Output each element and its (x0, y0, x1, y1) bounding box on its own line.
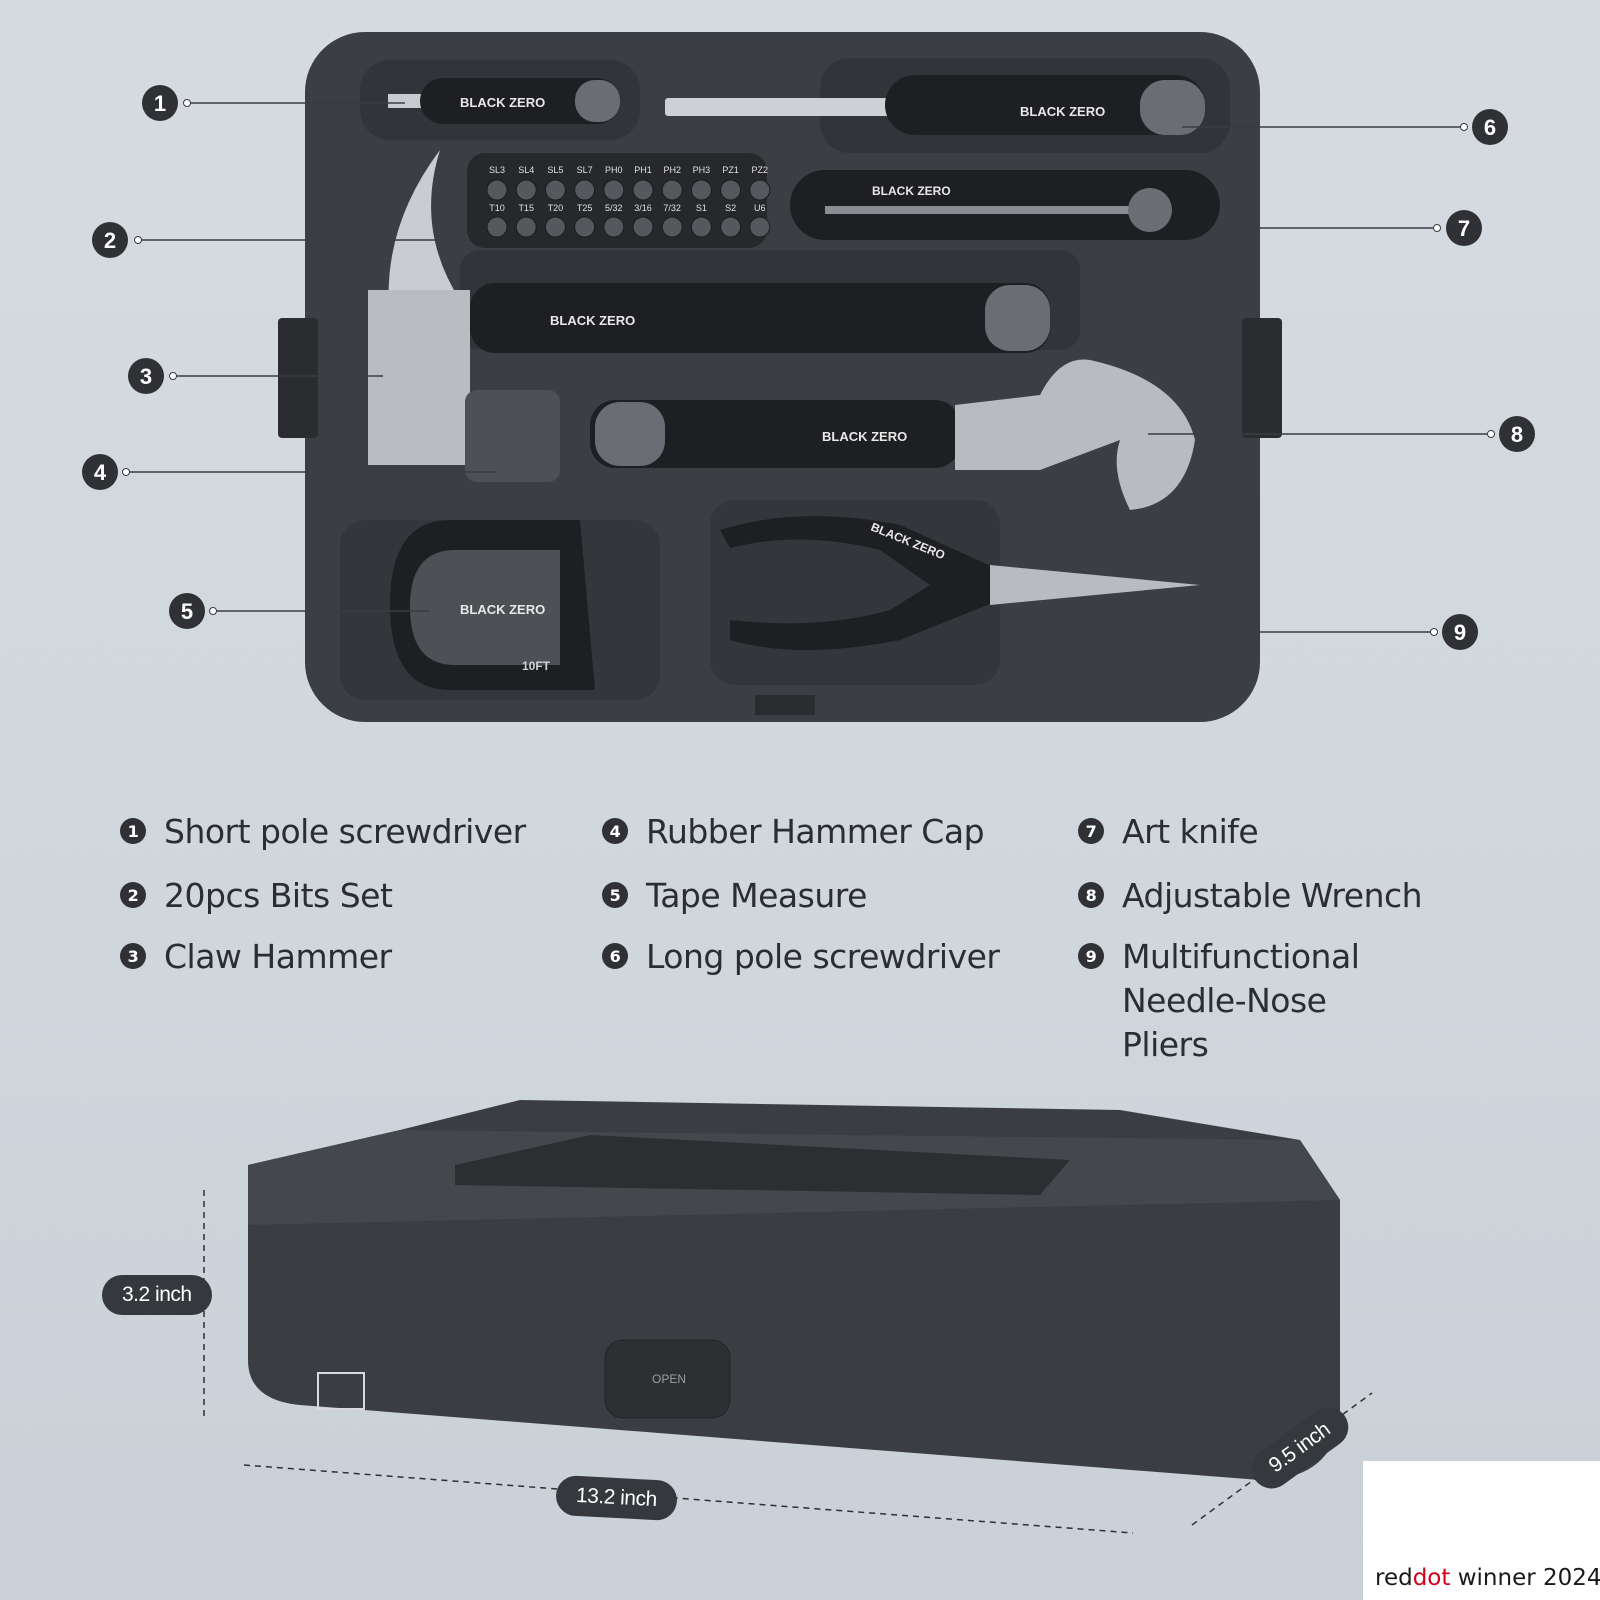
svg-text:6: 6 (1484, 115, 1496, 140)
svg-text:BLACK ZERO: BLACK ZERO (872, 184, 951, 198)
bit-label: PH0 (605, 165, 623, 175)
legend-label: Short pole screwdriver (164, 812, 526, 851)
svg-text:BLACK ZERO: BLACK ZERO (822, 429, 907, 444)
svg-text:8: 8 (1511, 422, 1523, 447)
legend-label: Multifunctional Needle-Nose Pliers (1122, 937, 1360, 1064)
bit-icon (690, 216, 712, 238)
bit-icon (486, 216, 508, 238)
short-screwdriver: BLACK ZERO (388, 78, 620, 124)
svg-text:BLACK ZERO: BLACK ZERO (550, 313, 635, 328)
bit-label: 7/32 (663, 203, 681, 213)
callout-4: 4 (82, 454, 130, 490)
legend-label: Art knife (1122, 812, 1259, 851)
bit-icon (749, 216, 771, 238)
bit-label: T10 (489, 203, 505, 213)
bit-label: S1 (696, 203, 707, 213)
wrench-and-cap: BLACK ZERO (465, 359, 1195, 510)
bit-label: SL5 (547, 165, 563, 175)
bit-label: T15 (518, 203, 534, 213)
bit-icon (603, 179, 625, 201)
bit-icon (574, 216, 596, 238)
claw-hammer: BLACK ZERO (368, 150, 1050, 465)
reddot-award-badge: reddot winner 2024 (1363, 1461, 1600, 1600)
callout-9: 9 (1430, 614, 1478, 650)
svg-text:BLACK ZERO: BLACK ZERO (1020, 104, 1105, 119)
svg-text:BLACK ZERO: BLACK ZERO (460, 95, 545, 110)
bit-icon (486, 179, 508, 201)
tape-measure: BLACK ZERO 10FT (390, 520, 595, 690)
svg-text:OPEN: OPEN (652, 1372, 686, 1386)
art-knife: BLACK ZERO (790, 170, 1220, 240)
bit-icon (661, 216, 683, 238)
bit-icon (720, 216, 742, 238)
bit-icon (515, 216, 537, 238)
svg-text:7: 7 (1458, 216, 1470, 241)
bit-icon (720, 179, 742, 201)
bit-label: PH1 (634, 165, 652, 175)
callout-1: 1 (142, 85, 191, 121)
bit-icon (749, 179, 771, 201)
width-dimension-label: 13.2 inch (555, 1474, 678, 1522)
bit-icon (661, 179, 683, 201)
svg-text:9: 9 (1454, 620, 1466, 645)
callout-7: 7 (1433, 210, 1482, 246)
height-dimension-label: 3.2 inch (102, 1275, 212, 1315)
callout-8: 8 (1487, 416, 1535, 452)
legend-label: Long pole screwdriver (646, 937, 1000, 976)
bit-label: 5/32 (605, 203, 623, 213)
legend-label: Rubber Hammer Cap (646, 812, 985, 851)
bit-label: PZ1 (722, 165, 739, 175)
bit-label: SL4 (518, 165, 534, 175)
bit-icon (515, 179, 537, 201)
bit-label: PH2 (663, 165, 681, 175)
award-text: reddot winner 2024 (1375, 1565, 1600, 1591)
bit-icon (690, 179, 712, 201)
bit-label: PH3 (693, 165, 711, 175)
bit-label: S2 (725, 203, 736, 213)
bit-icon (632, 216, 654, 238)
svg-text:1: 1 (154, 91, 166, 116)
callout-lines (126, 102, 1491, 633)
bit-label: PZ2 (752, 165, 769, 175)
svg-text:3: 3 (140, 364, 152, 389)
bit-icon (632, 179, 654, 201)
legend-label: Claw Hammer (164, 937, 392, 976)
svg-text:5: 5 (181, 599, 193, 624)
svg-text:10FT: 10FT (522, 659, 551, 673)
bit-label: T20 (548, 203, 564, 213)
callout-5: 5 (169, 593, 217, 629)
legend-label: Adjustable Wrench (1122, 876, 1423, 915)
bit-icon (574, 179, 596, 201)
legend-label: Tape Measure (646, 876, 867, 915)
closed-case: OPEN (248, 1100, 1340, 1480)
bit-icon (544, 216, 566, 238)
callout-6: 6 (1460, 109, 1508, 145)
callout-2: 2 (92, 222, 142, 258)
bit-label: U6 (754, 203, 766, 213)
bit-label: SL7 (577, 165, 593, 175)
bit-label: SL3 (489, 165, 505, 175)
svg-text:2: 2 (104, 228, 116, 253)
callout-3: 3 (128, 358, 177, 394)
bit-icon (603, 216, 625, 238)
svg-text:BLACK ZERO: BLACK ZERO (460, 602, 545, 617)
bit-label: 3/16 (634, 203, 652, 213)
bit-icon (544, 179, 566, 201)
long-screwdriver: BLACK ZERO (665, 75, 1205, 135)
bit-label: T25 (577, 203, 593, 213)
svg-text:4: 4 (94, 460, 107, 485)
legend-label: 20pcs Bits Set (164, 876, 393, 915)
tools-logo-icon (317, 1372, 365, 1410)
